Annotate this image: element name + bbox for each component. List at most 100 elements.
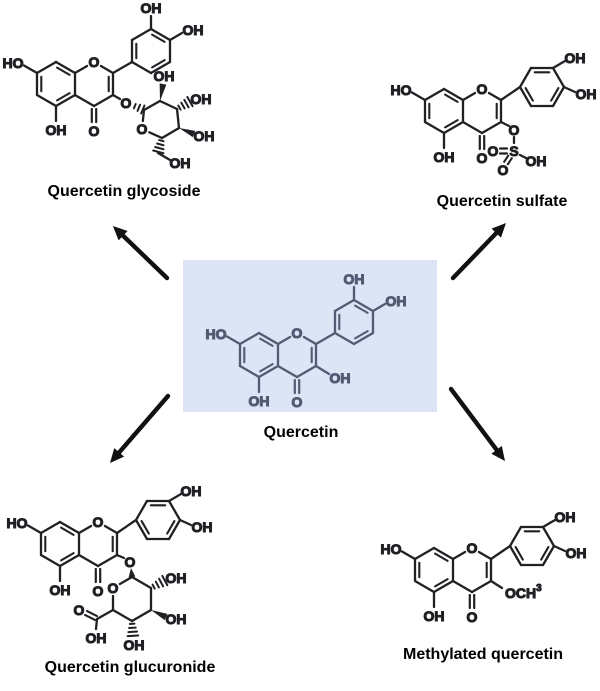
hash-bond-tick — [136, 103, 142, 112]
methylated-oh4p-label: OH — [566, 545, 587, 561]
bond — [175, 107, 181, 130]
glucuronide-sugar-ring-oxygen: O — [108, 580, 119, 596]
bond — [167, 499, 182, 522]
bond — [508, 525, 523, 548]
wedge-bond — [151, 610, 168, 621]
sulfate-oh3p-label: OH — [565, 50, 586, 66]
glycoside-oh4p-label: OH — [183, 22, 204, 38]
bond — [115, 518, 138, 535]
glycoside-o-link-label: O — [121, 95, 132, 111]
methylated-ring-oxygen: O — [467, 540, 478, 556]
bond — [276, 335, 292, 346]
hash-bond-tick — [127, 630, 138, 634]
double-bond-inner — [540, 546, 550, 561]
bond — [130, 60, 153, 75]
quercetin-oh4p-label: OH — [386, 293, 407, 309]
bond — [111, 608, 134, 623]
bond — [551, 66, 566, 89]
bond — [552, 544, 567, 553]
bond — [160, 126, 181, 140]
bond — [94, 617, 99, 631]
arrow-to-glucuronide — [113, 393, 171, 459]
sulfate-ketone-oxygen: O — [477, 150, 488, 166]
bond — [111, 93, 122, 101]
bond — [257, 331, 280, 346]
bond — [92, 93, 115, 108]
bond — [499, 85, 522, 102]
bond — [95, 608, 115, 621]
sulfate-oh4p-label: OH — [576, 86, 597, 102]
bond — [134, 499, 149, 522]
bond — [58, 520, 81, 535]
glycoside-ho7-label: HO — [3, 55, 24, 71]
glucuronide-ho7-label: HO — [7, 515, 28, 531]
wedge-bond — [128, 568, 136, 578]
double-bond-inner — [60, 552, 75, 562]
bond — [96, 553, 119, 568]
bond — [54, 60, 77, 75]
bond — [413, 579, 436, 594]
bond — [499, 120, 511, 128]
quercetin-ketone-oxygen: O — [292, 394, 303, 410]
sulfate-sulfate-oh: OH — [526, 153, 547, 169]
bond — [167, 492, 183, 503]
sulfate-ho7-label: HO — [391, 82, 412, 98]
bond — [489, 579, 504, 590]
bond — [148, 131, 164, 140]
glycoside-sugar-ring-oxygen: O — [137, 121, 148, 137]
methylated-ochh3-label: OCH3 — [505, 583, 542, 602]
quercetin-oh5-label: OH — [249, 393, 270, 409]
double-bond-inner — [550, 87, 560, 102]
glycoside-sugar-c4-oh: OH — [194, 128, 215, 144]
bond — [470, 579, 493, 594]
bond — [167, 518, 182, 541]
glycoside-ring-oxygen: O — [89, 54, 100, 70]
double-bond-inner — [151, 59, 166, 69]
glycoside-sugar-c3-oh: OH — [191, 91, 212, 107]
double-bond-inner — [434, 578, 449, 588]
arrow-to-methylated-head — [491, 445, 505, 461]
methylated-ketone-oxygen: O — [467, 609, 478, 625]
hash-bond-tick — [126, 634, 140, 638]
quercetin-oh3p-label: OH — [344, 271, 365, 287]
hash-bond-tick — [151, 583, 156, 590]
bond — [295, 364, 318, 379]
hash-bond-tick — [154, 146, 165, 151]
label-quercetin-glycoside: Quercetin glycoside — [47, 183, 201, 200]
bond — [352, 331, 375, 346]
sulfate-ring-oxygen: O — [477, 81, 488, 97]
bond — [302, 335, 318, 346]
bond — [442, 120, 465, 135]
bond — [333, 298, 356, 313]
glucuronide-o-link-label: O — [125, 554, 136, 570]
sulfate-o-link-label: O — [509, 122, 520, 138]
double-bond-inner — [56, 66, 71, 76]
bond — [77, 524, 93, 535]
quercetin-c3-oh-label: OH — [330, 370, 351, 386]
glucuronide-sugar-c4-oh: OH — [124, 637, 145, 653]
bond — [487, 91, 503, 102]
glycoside-sugar-ch2-oh: OH — [170, 155, 191, 171]
glucuronide-acid-oxygen: O — [74, 602, 85, 618]
bond — [118, 575, 134, 586]
glucuronide-oh4p-label: OH — [192, 519, 213, 535]
hash-bond-tick — [140, 104, 146, 115]
glucuronide-sugar-c3-oh: OH — [166, 611, 187, 627]
bond — [54, 93, 77, 108]
methylated-oh3p-label: OH — [555, 509, 576, 525]
arrow-to-glycoside-head — [113, 226, 128, 241]
bond — [115, 553, 126, 560]
double-bond-inner — [354, 304, 369, 314]
arrow-to-glycoside — [117, 230, 170, 281]
arrow-to-sulfate — [450, 227, 502, 281]
bond — [314, 331, 337, 346]
bond — [423, 87, 446, 102]
bond — [562, 85, 577, 94]
hash-bond-tick — [132, 103, 137, 110]
bond — [489, 544, 512, 561]
